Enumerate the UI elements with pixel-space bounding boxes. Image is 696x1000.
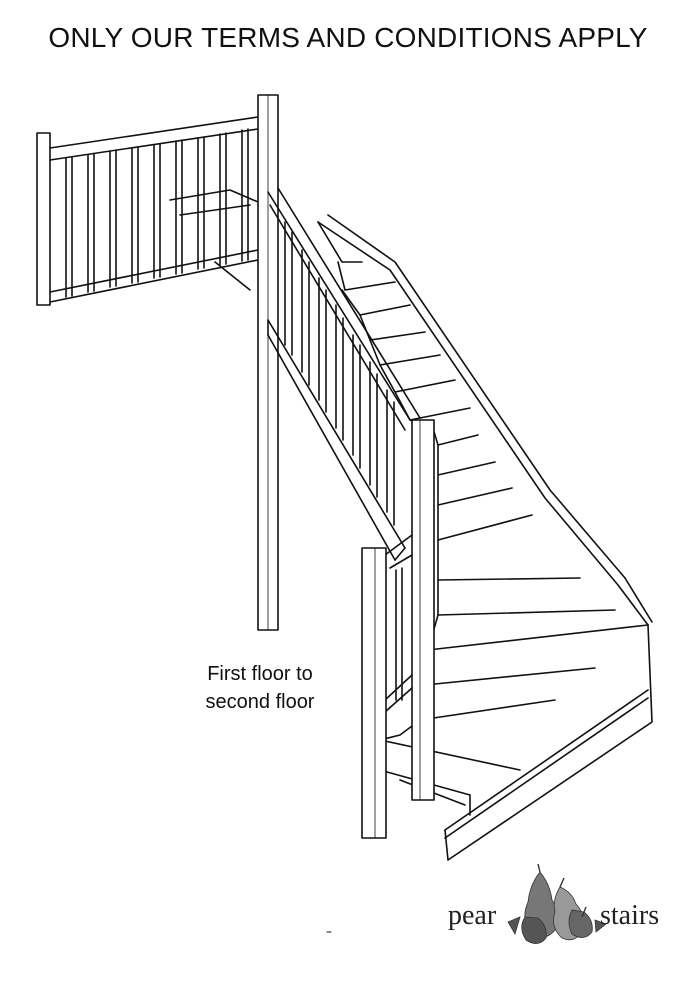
page-headline: ONLY OUR TERMS AND CONDITIONS APPLY (48, 22, 648, 53)
upper-newel-post (257, 94, 279, 631)
floor-caption: First floor to second floor (190, 660, 330, 716)
landing-balustrade (36, 116, 266, 306)
brand-word-right: stairs (600, 900, 660, 931)
caption-line-1: First floor to (207, 663, 313, 685)
flight-balustrade (267, 187, 421, 561)
pears-logo-icon (507, 863, 607, 944)
winder-newel-post (411, 419, 435, 801)
brand-logo: pear stairs (448, 862, 678, 952)
caption-line-2: second floor (205, 691, 315, 713)
bottom-newel-post (361, 547, 387, 839)
lower-balustrade (384, 534, 413, 713)
brand-word-left: pear (448, 900, 497, 931)
wall-string (317, 214, 653, 861)
